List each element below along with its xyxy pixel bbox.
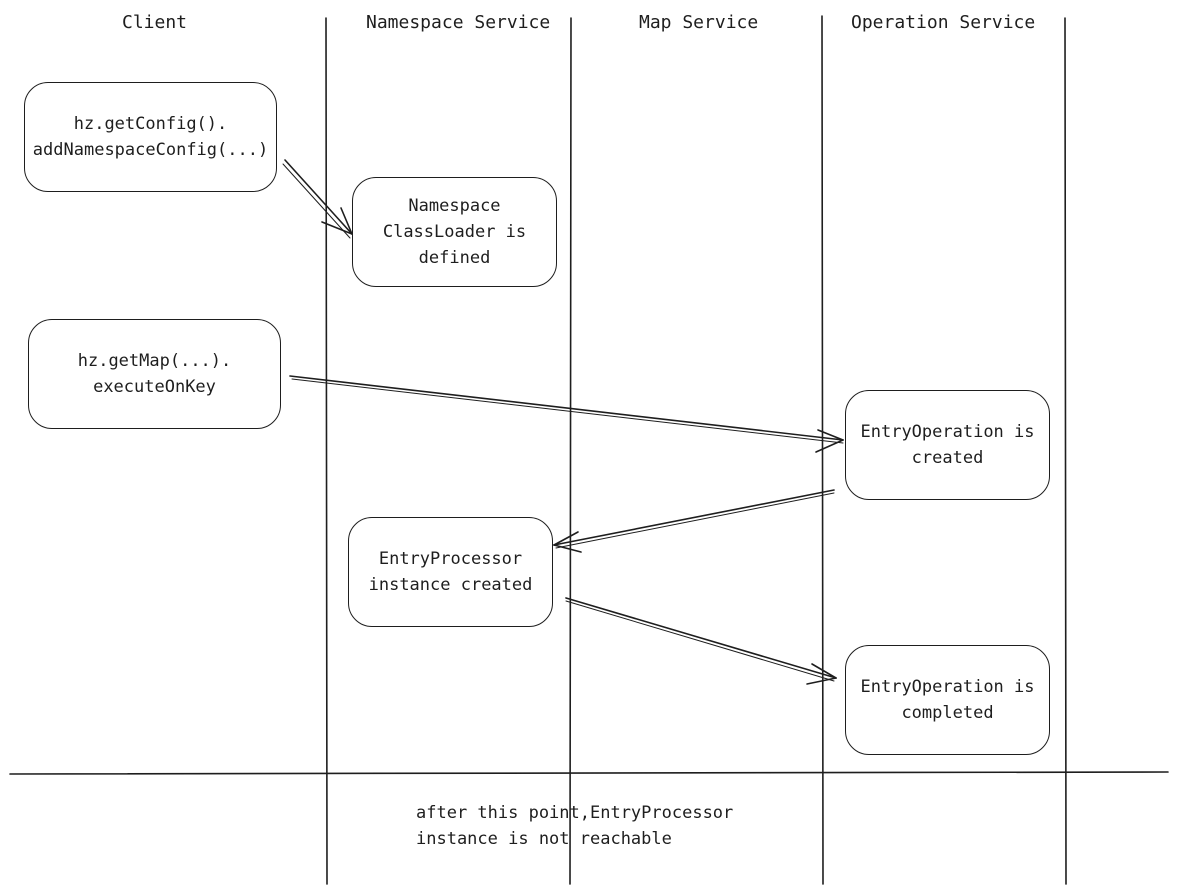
box-classloader-defined: Namespace ClassLoader is defined: [352, 177, 557, 287]
box-execute-on-key: hz.getMap(...). executeOnKey: [28, 319, 281, 429]
timeline-divider: [9, 771, 1169, 775]
lane-separator-client-namespace: [325, 17, 328, 885]
lane-separator-map-operation: [821, 15, 824, 885]
box-entry-processor-created: EntryProcessor instance created: [348, 517, 553, 627]
arrow-execute-to-entry-operation: [289, 375, 844, 453]
lane-title-operation-service: Operation Service: [851, 12, 1036, 33]
box-entry-processor-created-label: EntryProcessor instance created: [368, 549, 533, 595]
lane-title-client: Client: [122, 12, 188, 33]
box-classloader-defined-label: Namespace ClassLoader is defined: [382, 196, 527, 268]
box-execute-on-key-label: hz.getMap(...). executeOnKey: [77, 351, 232, 397]
box-add-namespace-config: hz.getConfig(). addNamespaceConfig(...): [24, 82, 277, 192]
lane-title-namespace-service: Namespace Service: [366, 12, 551, 33]
box-entry-operation-created-label: EntryOperation is created: [860, 422, 1035, 468]
box-entry-operation-created: EntryOperation is created: [845, 390, 1050, 500]
lane-separator-namespace-map: [569, 17, 572, 885]
lane-separator-operation-end: [1064, 17, 1067, 885]
box-entry-operation-completed-label: EntryOperation is completed: [860, 677, 1035, 723]
arrow-processor-to-entry-completed: [565, 597, 837, 685]
unreachable-note: after this point,EntryProcessor instance…: [416, 803, 734, 849]
arrow-entry-operation-to-processor: [553, 489, 835, 553]
box-add-namespace-config-label: hz.getConfig(). addNamespaceConfig(...): [32, 114, 269, 160]
box-entry-operation-completed: EntryOperation is completed: [845, 645, 1050, 755]
lane-title-map-service: Map Service: [639, 12, 759, 33]
arrow-config-to-classloader: [282, 159, 353, 239]
